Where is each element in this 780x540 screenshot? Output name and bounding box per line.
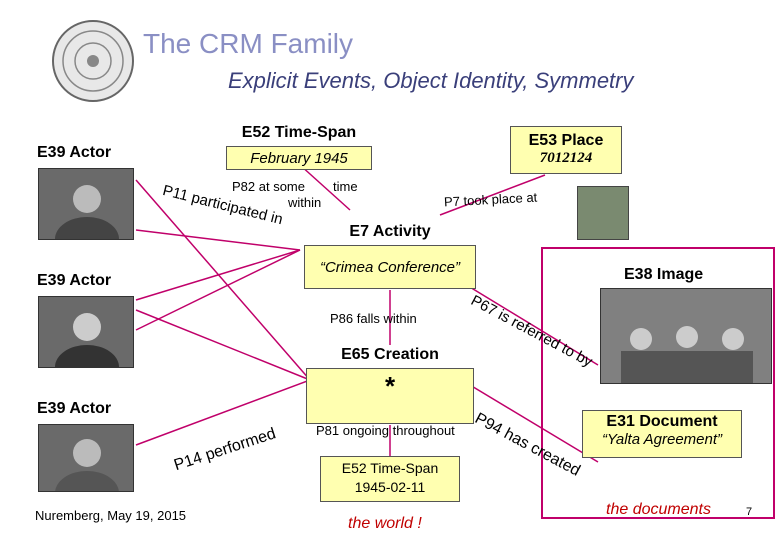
- logo-seal: [50, 18, 136, 104]
- p86-label: P86 falls within: [330, 311, 417, 326]
- document-value: “Yalta Agreement”: [601, 431, 723, 448]
- timespan-box: February 1945: [226, 146, 372, 170]
- timespan2-box: E52 Time-Span 1945-02-11: [320, 456, 460, 502]
- conference-photo-main: [600, 288, 772, 384]
- p82-label-c: within: [288, 195, 322, 210]
- creation-box: *: [306, 368, 474, 424]
- actor-label-3: E39 Actor: [37, 400, 112, 417]
- activity-box: “Crimea Conference”: [304, 245, 476, 289]
- place-box: E53 Place 7012124: [510, 126, 622, 174]
- page-number: 7: [746, 506, 753, 518]
- image-label: E38 Image: [624, 266, 704, 283]
- footer-documents: the documents: [606, 501, 711, 518]
- place-label: E53 Place: [528, 132, 604, 149]
- page-subtitle: Explicit Events, Object Identity, Symmet…: [228, 68, 634, 93]
- creation-label: E65 Creation: [341, 346, 439, 363]
- actor-label-1: E39 Actor: [37, 144, 112, 161]
- document-label: E31 Document: [606, 413, 718, 430]
- footer-world: the world !: [348, 515, 422, 532]
- actor-label-2: E39 Actor: [37, 272, 112, 289]
- timespan-label: E52 Time-Span: [241, 124, 357, 141]
- place-value: 7012124: [539, 150, 593, 166]
- document-box: E31 Document “Yalta Agreement”: [582, 410, 742, 458]
- actor-photo-3: [38, 424, 134, 492]
- actor-photo-1: [38, 168, 134, 240]
- timespan2-label: E52 Time-Span: [341, 460, 439, 476]
- actor-photo-2: [38, 296, 134, 368]
- creation-value: *: [384, 371, 396, 401]
- place-map-image: [577, 186, 629, 240]
- p82-label-b: time: [333, 179, 358, 194]
- p81-label: P81 ongoing throughout: [316, 423, 455, 438]
- activity-label: E7 Activity: [349, 223, 431, 240]
- page-title: The CRM Family: [143, 28, 354, 59]
- timespan-value: February 1945: [250, 150, 348, 167]
- activity-value: “Crimea Conference”: [319, 259, 461, 276]
- timespan2-value: 1945-02-11: [354, 479, 426, 495]
- p82-label-a: P82 at some: [232, 179, 305, 194]
- footer-location-date: Nuremberg, May 19, 2015: [35, 508, 187, 523]
